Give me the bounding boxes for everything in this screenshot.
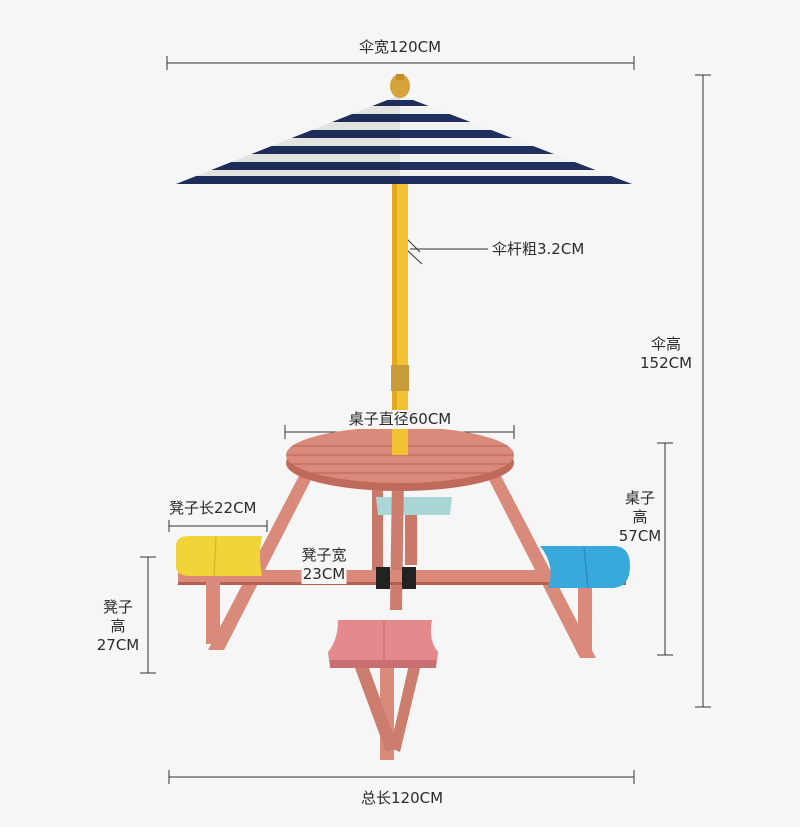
umbrella-pole-through-table xyxy=(392,427,408,455)
bench-height-label-line2: 高 xyxy=(110,617,126,635)
canopy-stripe xyxy=(176,162,632,170)
picnic-table xyxy=(176,427,630,760)
bench-height-label-line1: 凳子 xyxy=(102,598,134,616)
seat-mint xyxy=(376,497,452,515)
canopy-stripe xyxy=(176,114,632,122)
canopy-stripe xyxy=(176,146,632,154)
umbrella-height-label-line2: 152CM xyxy=(639,354,693,372)
total-length-label: 总长120CM xyxy=(360,789,444,808)
pole-connector xyxy=(391,365,409,391)
bench-width-label-line1: 凳子宽 xyxy=(301,546,347,564)
mint-seat-post xyxy=(405,515,417,565)
dimension-lines xyxy=(140,56,711,784)
seat-yellow xyxy=(176,536,262,576)
canopy-stripe xyxy=(176,100,632,106)
bracket-right xyxy=(402,567,416,589)
table-diameter-label: 桌子直径60CM xyxy=(348,410,452,429)
umbrella-height-label-line1: 伞高 xyxy=(650,335,682,353)
bench-length-label: 凳子长22CM xyxy=(169,499,257,518)
table-height-label-line2: 高 xyxy=(632,508,648,526)
table-height-label: 桌子 高 57CM xyxy=(618,489,662,546)
table-height-label-line3: 57CM xyxy=(618,527,662,545)
bench-width-label: 凳子宽 23CM xyxy=(301,546,347,584)
blue-seat-plank-gap xyxy=(583,546,589,589)
canopy-stripe xyxy=(176,176,632,184)
yellow-seat-post xyxy=(206,570,220,644)
blue-seat-post xyxy=(578,580,592,654)
umbrella-finial xyxy=(390,74,410,98)
umbrella xyxy=(176,74,632,450)
pole-thickness-label: 伞杆粗3.2CM xyxy=(492,240,585,259)
umbrella-canopy xyxy=(176,95,632,184)
seat-blue xyxy=(540,546,630,588)
canopy-stripe xyxy=(176,130,632,138)
table-height-label-line1: 桌子 xyxy=(624,489,656,507)
pink-seat-edge xyxy=(330,660,436,668)
bench-width-label-line2: 23CM xyxy=(302,565,346,583)
center-leg xyxy=(390,476,404,610)
umbrella-pole-shade xyxy=(392,180,397,450)
canopy-shade xyxy=(176,95,400,184)
left-a-leg xyxy=(208,474,314,650)
umbrella-finial-top xyxy=(396,74,404,80)
seat-pink xyxy=(328,620,438,668)
canopy-stripes xyxy=(176,100,632,184)
umbrella-width-label: 伞宽120CM xyxy=(358,38,442,57)
pink-seat-brace-right xyxy=(390,660,422,752)
pink-seat-brace-left xyxy=(352,660,398,752)
bench-height-label: 凳子 高 27CM xyxy=(96,598,140,655)
umbrella-height-label: 伞高 152CM xyxy=(639,335,693,373)
bracket-left xyxy=(376,567,390,589)
yellow-seat-plank-gap xyxy=(213,536,217,577)
bench-height-label-line3: 27CM xyxy=(96,636,140,654)
right-a-leg xyxy=(486,474,596,658)
